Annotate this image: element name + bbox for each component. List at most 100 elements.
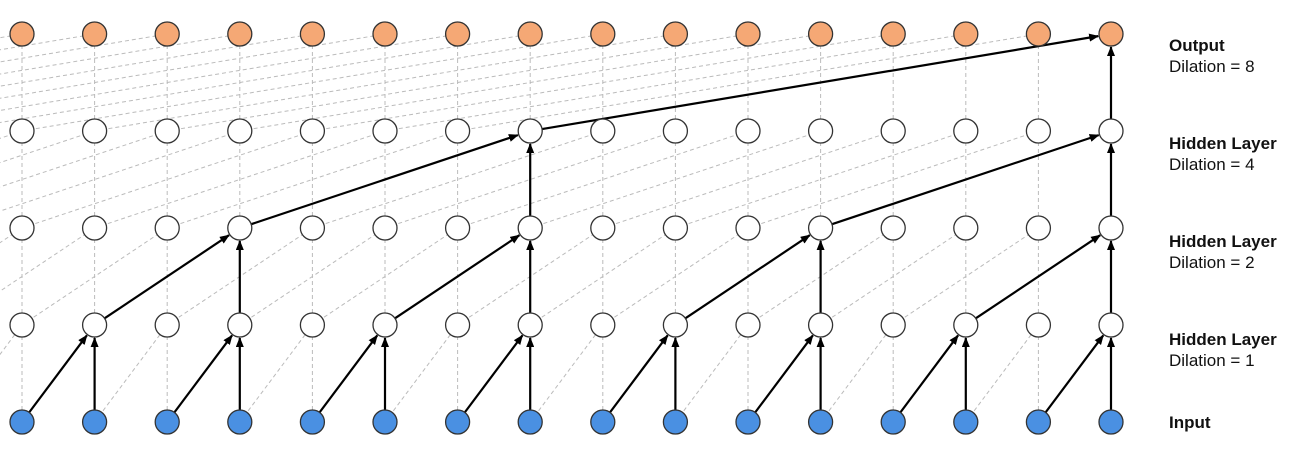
input-node	[880, 409, 906, 435]
hidden-node	[372, 118, 398, 144]
hidden-node	[444, 118, 471, 144]
hidden-node	[807, 215, 834, 241]
dashed-diagonal-edge	[0, 130, 240, 212]
output-node	[227, 21, 253, 47]
dashed-diagonal-edge	[965, 324, 1039, 423]
dashed-diagonal-edge	[529, 227, 676, 326]
hidden-node	[1025, 215, 1052, 241]
nodes	[9, 21, 1124, 435]
output-node	[880, 21, 906, 47]
output-node	[81, 21, 108, 47]
hidden-node	[590, 312, 616, 338]
output-node	[807, 21, 834, 47]
input-node	[662, 409, 689, 435]
input-node	[953, 409, 979, 435]
hidden-node	[81, 118, 108, 144]
active-diagonal-edge	[831, 134, 1100, 226]
dashed-diagonal-edge	[0, 33, 313, 87]
hidden-layer-1-label: Hidden Layer Dilation = 1	[1169, 329, 1277, 371]
hidden-node	[590, 215, 616, 241]
output-layer-label: Output Dilation = 8	[1169, 35, 1255, 77]
dashed-diagonal-edge	[384, 324, 459, 423]
input-node	[9, 409, 35, 435]
active-diagonal-edge	[318, 334, 379, 414]
hidden-node	[372, 215, 398, 241]
output-layer-name: Output	[1169, 36, 1225, 55]
hidden-layer-2-name: Hidden Layer	[1169, 232, 1277, 251]
hidden-node	[953, 215, 979, 241]
hidden-node	[444, 215, 471, 241]
input-node	[590, 409, 616, 435]
hidden-node	[662, 118, 689, 144]
hidden-node	[372, 312, 398, 338]
dashed-diagonal-edge	[0, 33, 240, 75]
hidden-layer-1-dilation: Dilation = 1	[1169, 351, 1255, 370]
hidden-node	[81, 312, 108, 338]
output-node	[1098, 21, 1124, 47]
active-diagonal-edge	[173, 334, 233, 414]
dashed-diagonal-edge	[0, 33, 23, 39]
dashed-diagonal-edge	[0, 130, 95, 164]
hidden-node	[227, 215, 253, 241]
input-node	[1025, 409, 1052, 435]
dashed-diagonal-edge	[820, 324, 894, 423]
dashed-diagonal-edge	[94, 33, 676, 132]
dashed-diagonal-edge	[239, 33, 821, 132]
hidden-node	[807, 118, 834, 144]
hidden-node	[517, 215, 543, 241]
hidden-node	[1025, 312, 1052, 338]
hidden-node	[227, 118, 253, 144]
hidden-node	[1025, 118, 1052, 144]
active-diagonal-edge	[609, 334, 669, 414]
dashed-diagonal-edge	[312, 130, 603, 229]
hidden-node	[444, 312, 471, 338]
output-node	[953, 21, 979, 47]
hidden-node	[735, 312, 761, 338]
dashed-diagonal-edge	[0, 33, 458, 111]
active-diagonal-edge	[975, 234, 1102, 320]
output-node	[299, 21, 326, 47]
dashed-diagonal-edge	[0, 130, 23, 139]
dashed-diagonal-edge	[675, 130, 966, 229]
dashed-diagonal-edge	[602, 227, 749, 326]
active-diagonal-edge	[103, 234, 230, 320]
hidden-node	[807, 312, 834, 338]
output-node	[1025, 21, 1052, 47]
hidden-node	[517, 312, 543, 338]
dashed-diagonal-edge	[0, 33, 168, 63]
hidden-node	[662, 215, 689, 241]
dashed-diagonal-edge	[21, 227, 168, 326]
active-diagonal-edge	[899, 334, 959, 414]
dashed-diagonal-edge	[312, 33, 894, 132]
input-node	[372, 409, 398, 435]
active-diagonal-edge	[1044, 334, 1105, 414]
hidden-node	[154, 118, 180, 144]
hidden-node	[9, 215, 35, 241]
active-diagonal-edge	[541, 33, 1100, 131]
dashed-diagonal-edge	[239, 324, 313, 423]
dashed-diagonal-edge	[0, 130, 168, 188]
active-diagonal-edge	[684, 234, 811, 320]
dashed-diagonal-edge	[94, 130, 386, 229]
hidden-node	[81, 215, 108, 241]
dashed-diagonal-edge	[457, 130, 749, 229]
hidden-node	[953, 118, 979, 144]
dashed-diagonal-edge	[529, 324, 604, 423]
hidden-node	[735, 118, 761, 144]
hidden-layer-2-label: Hidden Layer Dilation = 2	[1169, 231, 1277, 273]
output-node	[662, 21, 689, 47]
dashed-diagonal-edge	[530, 130, 821, 229]
dashed-diagonal-edge	[0, 33, 531, 124]
hidden-node	[154, 215, 180, 241]
output-node	[590, 21, 616, 47]
output-node	[372, 21, 398, 47]
hidden-layer-3-label: Hidden Layer Dilation = 4	[1169, 133, 1277, 175]
dashed-diagonal-edge	[167, 33, 749, 132]
output-node	[517, 21, 543, 47]
output-node	[735, 21, 761, 47]
output-layer-dilation: Dilation = 8	[1169, 57, 1255, 76]
hidden-node	[662, 312, 689, 338]
dashed-diagonal-edge	[602, 130, 894, 229]
